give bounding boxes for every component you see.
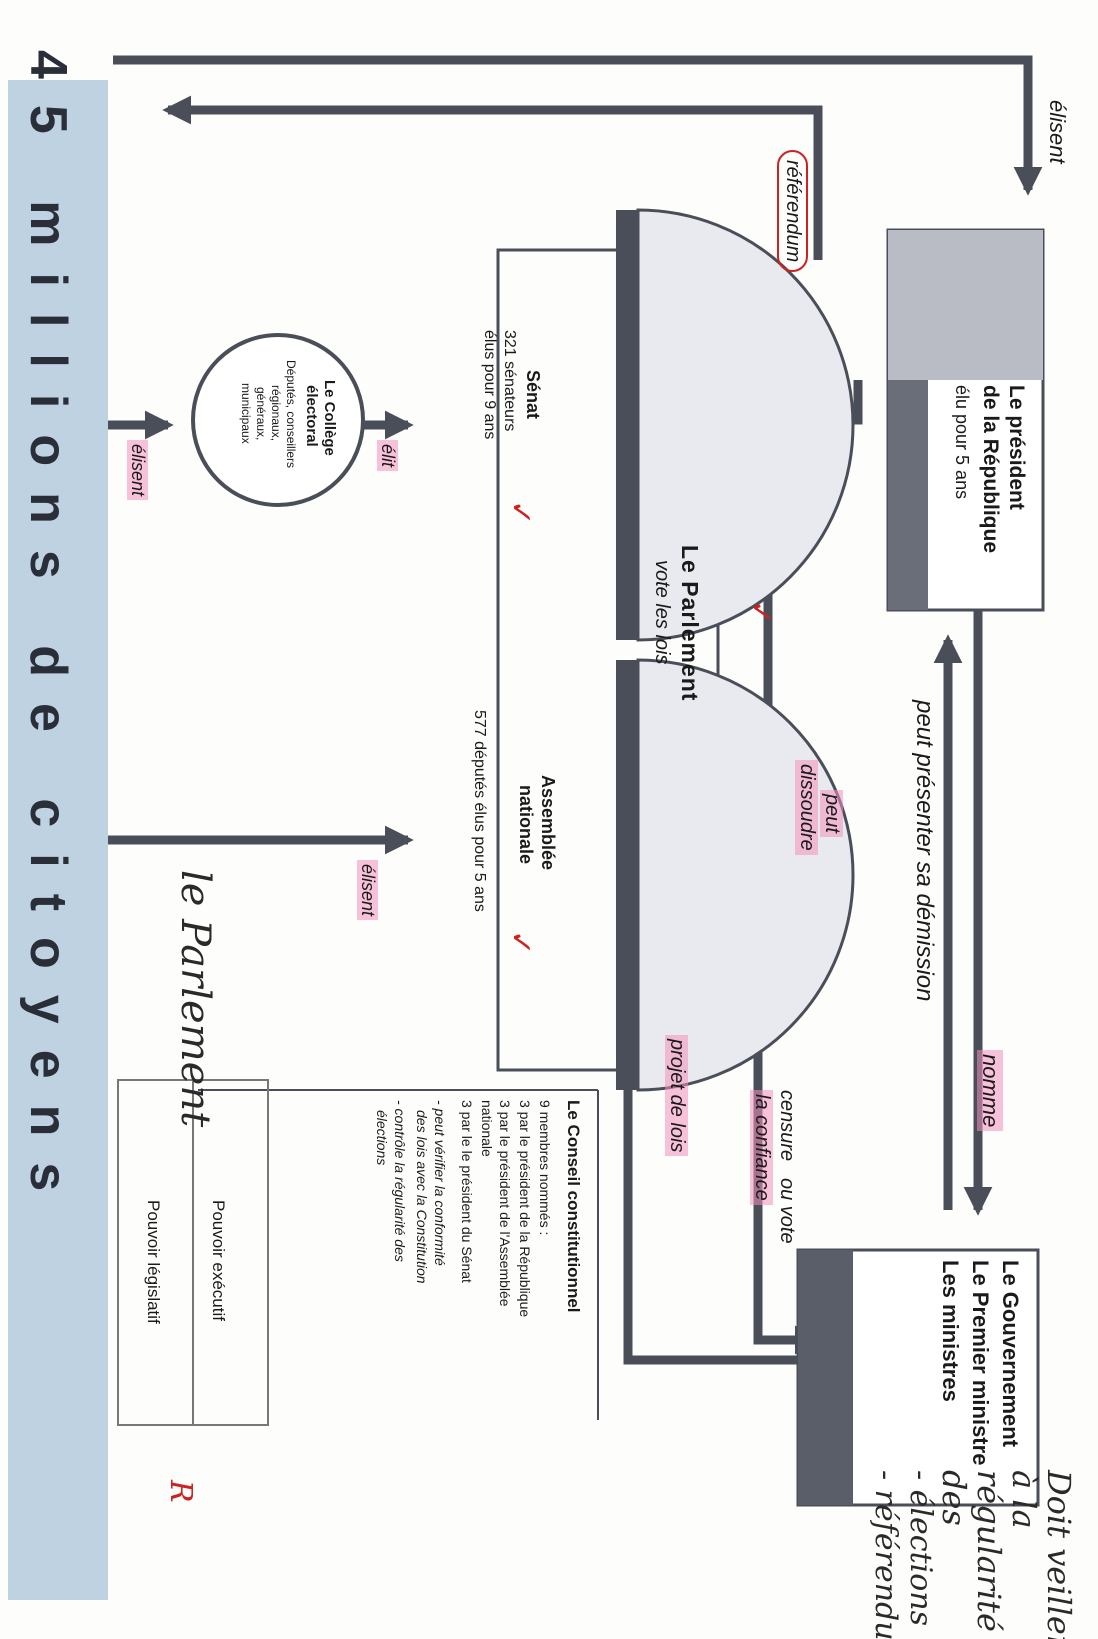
label-projet: projet de lois [665,1035,688,1157]
handwriting-note-3: régularité [970,1470,1008,1632]
assemblee-title-1: Assemblée [538,775,558,871]
check-mark: ✓ [504,500,537,526]
handwriting-note-4: des [935,1470,973,1526]
handwriting-note-2: à la [1005,1470,1043,1529]
legend-leg: Pouvoir législatif [144,1200,163,1324]
conseil-m1: 3 par le président de la République [517,1100,533,1318]
college-title-2: électoral [303,385,320,447]
citizens-crowd [8,80,108,1600]
handwriting-note-6: - référendum [868,1470,903,1639]
label-elisent-top: élisent [1045,100,1070,164]
college-circle [191,333,365,507]
label-censure-1: censure [776,1090,798,1162]
conseil-r1a: - peut vérifier la conformité [432,1100,448,1266]
conseil-r2b: élections [374,1110,390,1166]
parlement-sub: vote les lois [651,560,673,665]
label-referendum: référendum [777,150,808,273]
conseil-r1b: des lois avec la Constitution [414,1110,430,1284]
college-title-1: Le Collège [321,380,338,456]
college-line-2: régionaux, [269,385,283,442]
conseil-members: 9 membres nommés : [537,1100,553,1236]
gouv-line-1: Le Gouvernement [998,1260,1023,1448]
arrow-elisent-president [113,55,1043,196]
senat-title: Sénat [523,370,543,420]
label-demission: peut présenter sa démission [911,700,938,1002]
senat-line-1: 321 sénateurs [501,330,518,432]
legend-exec: Pouvoir exécutif [209,1200,228,1321]
conseil-m2: 3 par le président de l'Assemblée [497,1100,513,1307]
label-censure-3: la confiance [750,1090,773,1205]
assemblee-title-2: nationale [516,785,536,865]
president-title-2: de la République [979,385,1002,554]
senat-dome [636,208,855,642]
parlement-title: Le Parlement [677,545,703,702]
college-line-3: généraux, [254,387,268,441]
assemblee-dome [636,658,855,1092]
conseil-title: Le Conseil constitutionnel [564,1100,583,1313]
label-peut: peut [820,790,843,837]
handwriting-note-5: - élections [903,1470,938,1627]
assemblee-line-1: 577 députés élus pour 5 ans [471,710,488,912]
handwriting-parlement: le Parlement [172,870,218,1128]
handwriting-note-1: Doit veiller [1040,1470,1078,1639]
president-title-1: Le président [1005,385,1028,510]
president-sub: élu pour 5 ans [952,385,972,500]
conseil-m3: 3 par le le président du Sénat [459,1100,475,1283]
conseil-r2a: - contrôle la régularité des [392,1100,408,1262]
label-censure-2: ou vote [776,1178,798,1244]
college-line-1: Députés, conseillers [284,360,298,469]
gouv-line-2: Le Premier ministre [968,1260,993,1466]
label-elisent-college: élisent [127,440,148,501]
senat-line-2: élus pour 9 ans [481,330,498,440]
gouv-line-3: Les ministres [938,1260,963,1402]
check-mark: ✓ [504,930,537,956]
college-line-4: municipaux [239,383,253,444]
parlement-frame [496,248,720,1072]
check-mark: ✓ [744,600,777,626]
conseil-m2b: nationale [479,1100,495,1157]
label-nomme: nomme [977,1050,1003,1132]
label-elit: élit [377,440,398,472]
arrow-referendum [162,95,823,260]
handwriting-mark-r: R [163,1480,198,1503]
label-elisent-an: élisent [357,860,378,921]
label-dissoudre: dissoudre [795,760,818,855]
citizens-label: 45 millions de citoyens [19,50,77,1218]
